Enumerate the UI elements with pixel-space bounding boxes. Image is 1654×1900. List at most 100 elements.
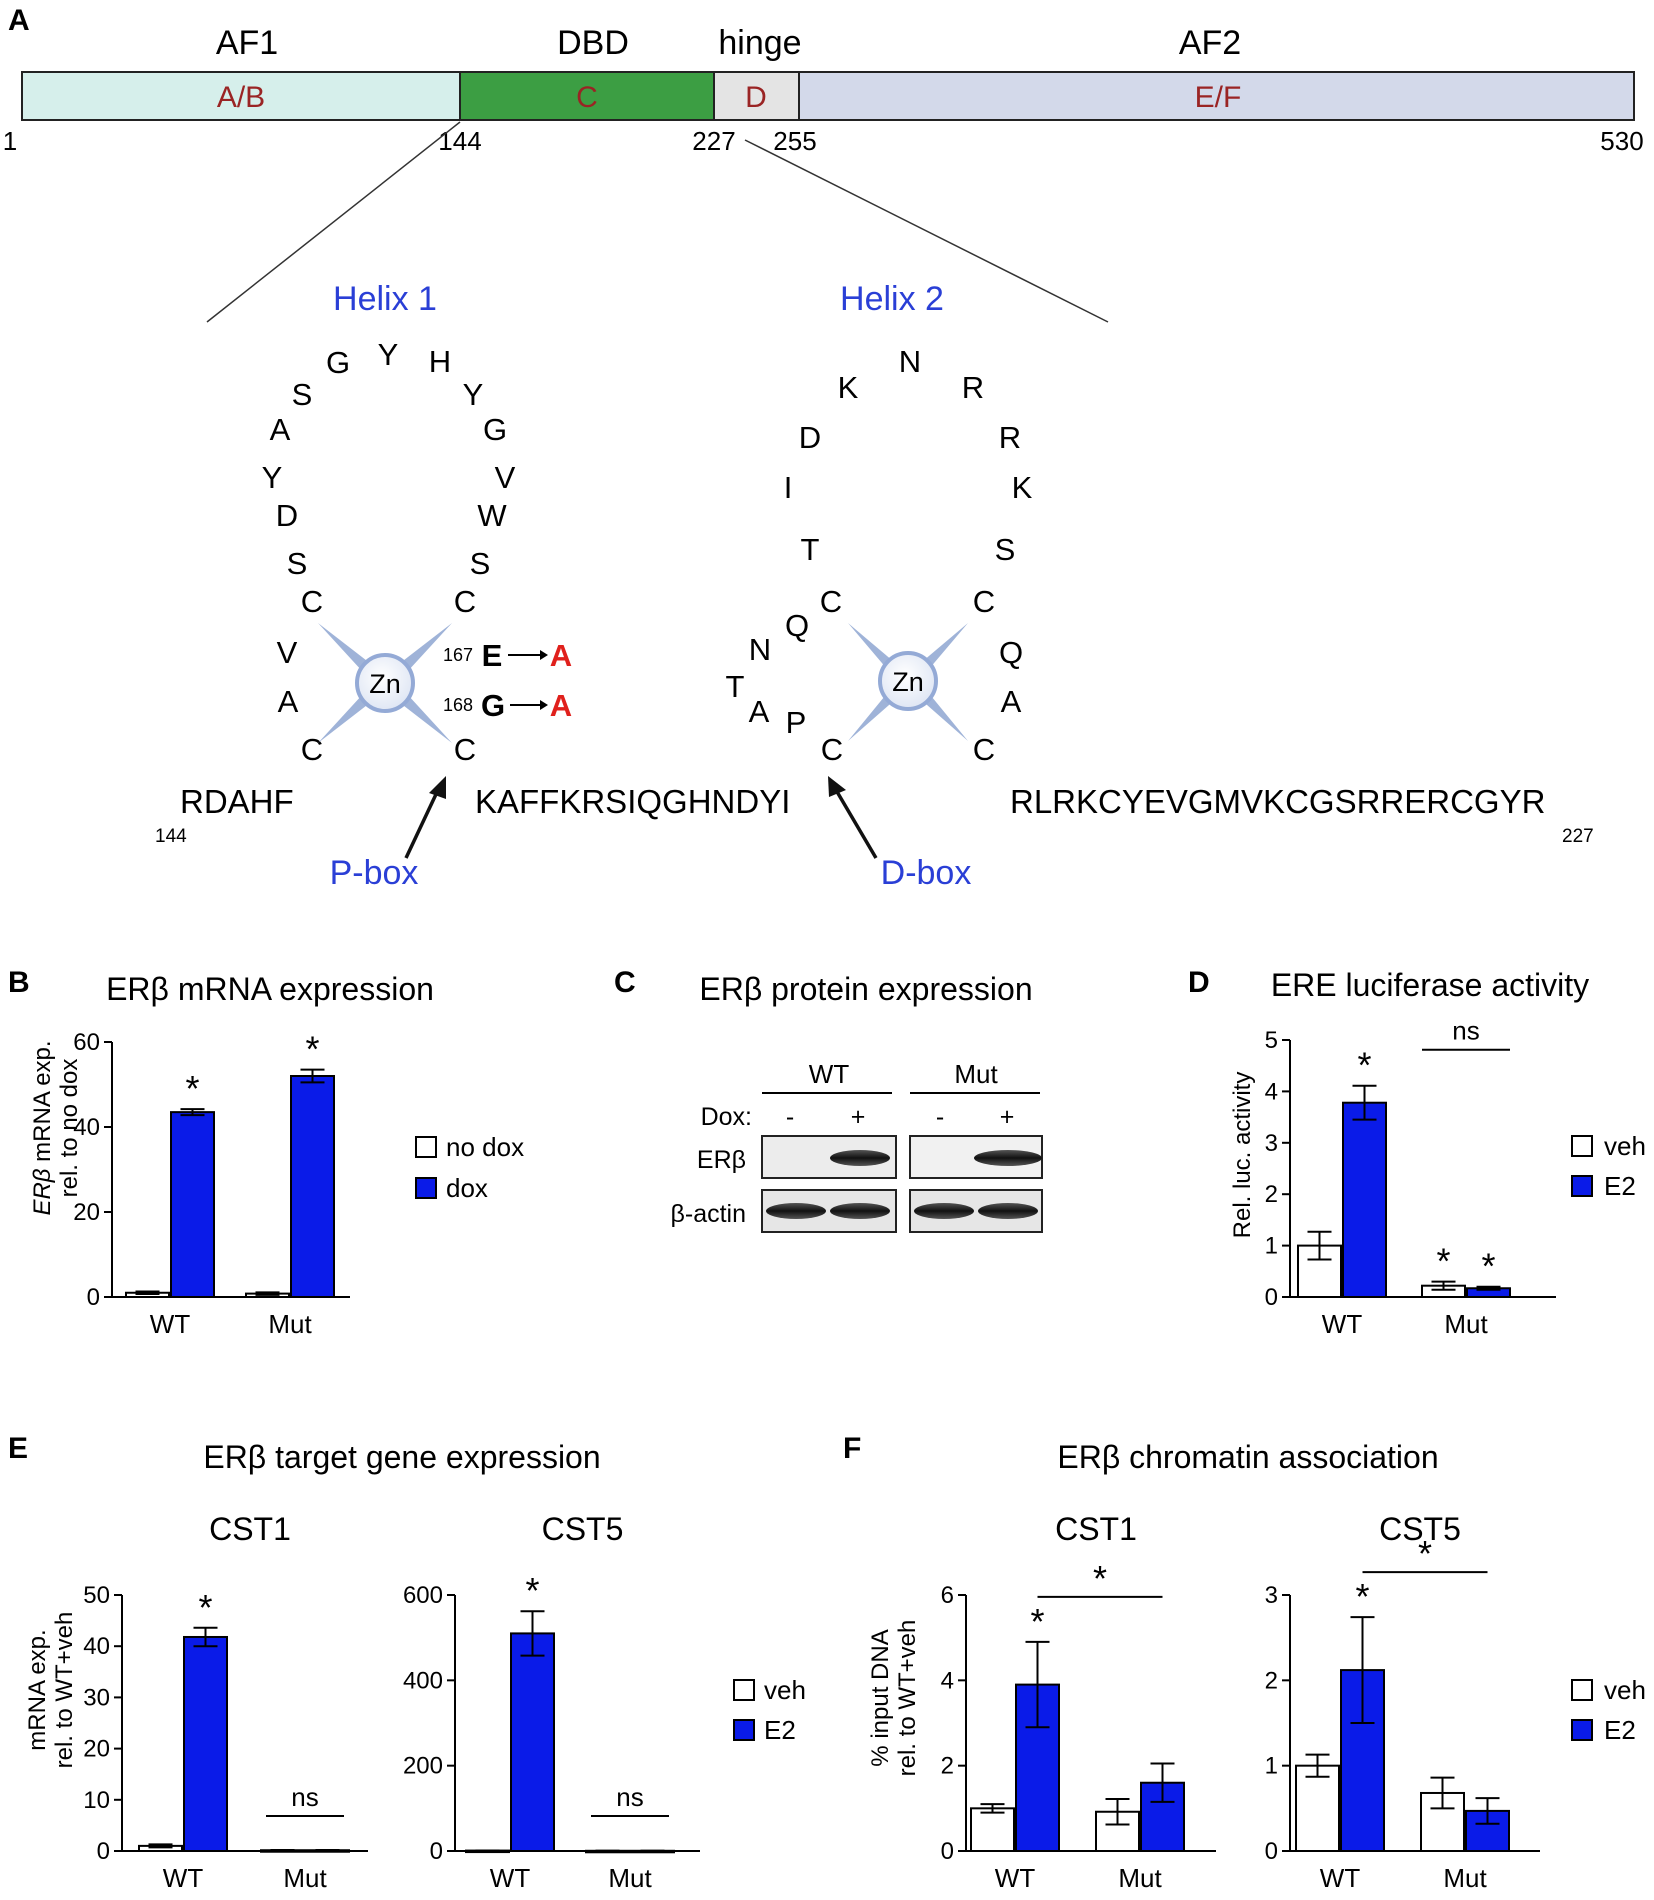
blot-row-actin-label: β-actin — [670, 1200, 746, 1228]
chart-title: CST1 — [209, 1511, 291, 1547]
significance-star: * — [198, 1587, 212, 1628]
bar — [183, 1635, 228, 1853]
legend-swatch-e2 — [1571, 1719, 1593, 1741]
panel-e-title: ERβ target gene expression — [203, 1439, 600, 1475]
panel-b-ylabel-rest: mRNA exp. — [29, 1040, 56, 1168]
y-tick-label: 0 — [941, 1838, 954, 1865]
bar — [1342, 1101, 1387, 1299]
dox-mark: + — [1000, 1103, 1015, 1131]
helix1-residue: Y — [463, 377, 484, 412]
bracket-label: ns — [1452, 1016, 1479, 1046]
panel-f: F ERβ chromatin association % input DNA … — [843, 1432, 1646, 1893]
dox-mark: - — [786, 1103, 794, 1131]
significance-star: * — [305, 1029, 319, 1070]
x-tick-label: WT — [490, 1863, 531, 1893]
legend-label-e2: E2 — [1604, 1171, 1636, 1201]
helix1-residue: G — [326, 345, 350, 380]
helix2-residue: D — [799, 420, 821, 455]
zinc-finger-1: Zn — [318, 623, 452, 743]
panel-letter-f: F — [843, 1432, 861, 1465]
legend-label-veh: veh — [1604, 1675, 1646, 1705]
helix2-residue: I — [784, 470, 793, 505]
x-tick-label: WT — [150, 1309, 191, 1339]
legend-label-veh: veh — [764, 1675, 806, 1705]
bar — [970, 1807, 1015, 1853]
helix2-letters: C P A T N Q C T I D K N R R K S C Q A C — [726, 344, 1033, 767]
bar — [1295, 1764, 1340, 1852]
helix1-residue: A — [270, 412, 291, 447]
domain-label-d: D — [745, 81, 767, 114]
legend-label-e2: E2 — [764, 1715, 796, 1745]
pbox-arrow-icon — [404, 789, 440, 859]
panel-letter-e: E — [8, 1432, 28, 1465]
mutation2-arrowhead-icon — [540, 700, 548, 710]
panel-b-ylabel-2: rel. to no dox — [56, 1059, 83, 1198]
y-tick-label: 1 — [1265, 1233, 1278, 1260]
bar — [290, 1075, 335, 1298]
bracket-label: ns — [291, 1782, 318, 1812]
dbox-arrow-icon — [834, 789, 878, 859]
helix2-residue: T — [726, 669, 745, 704]
y-tick-label: 40 — [83, 1633, 110, 1660]
blot-group-mut: Mut — [954, 1059, 998, 1089]
helix1-residue: H — [429, 344, 451, 379]
x-tick-label: WT — [995, 1863, 1036, 1893]
helix1-residue: S — [470, 546, 491, 581]
bracket-label: * — [1093, 1558, 1107, 1599]
bracket-label: * — [1418, 1533, 1432, 1574]
blot-band — [974, 1150, 1042, 1166]
panel-a: A AF1 DBD hinge AF2 A/B C D E/F 1 144 22… — [3, 4, 1644, 892]
y-tick-label: 20 — [73, 1199, 100, 1226]
helix2-residue: K — [838, 370, 859, 405]
y-tick-label: 3 — [1265, 1130, 1278, 1157]
mutation2-to: A — [550, 688, 572, 723]
significance-star: * — [1355, 1576, 1369, 1617]
blot-row-erb-label: ERβ — [697, 1146, 746, 1174]
x-tick-label: WT — [163, 1863, 204, 1893]
legend-swatch-veh — [733, 1679, 755, 1701]
legend-swatch-e2 — [1571, 1175, 1593, 1197]
chart-title: CST5 — [1379, 1511, 1461, 1547]
helix1-residue: S — [287, 546, 308, 581]
blot-group-wt: WT — [809, 1059, 850, 1089]
y-tick-label: 0 — [430, 1838, 443, 1865]
legend-swatch-veh — [1571, 1135, 1593, 1157]
helix1-residue: Y — [378, 337, 399, 372]
blot-band — [978, 1203, 1038, 1219]
panel-d-ylabel: Rel. luc. activity — [1229, 1072, 1256, 1239]
sequence-right: RLRKCYEVGMVKCGSRRERCGYR — [1010, 783, 1545, 820]
dox-mark: + — [851, 1103, 866, 1131]
helix1-residue: W — [477, 498, 507, 533]
helix2-title: Helix 2 — [840, 280, 944, 318]
helix2-residue: Q — [999, 635, 1023, 670]
panel-c-title: ERβ protein expression — [699, 971, 1032, 1007]
panel-b-ylabel: ERβ mRNA exp. — [29, 1040, 56, 1215]
x-tick-label: Mut — [283, 1863, 327, 1893]
helix2-residue: A — [1001, 684, 1022, 719]
bracket-label: ns — [616, 1782, 643, 1812]
position-255: 255 — [773, 126, 816, 156]
panel-letter-b: B — [8, 966, 30, 999]
domain-title-dbd: DBD — [557, 24, 629, 62]
dbox-arrowhead-icon — [828, 776, 846, 797]
sequence-right-number: 227 — [1562, 826, 1594, 847]
domain-ef — [798, 71, 1635, 121]
panel-e-ylabel-2: rel. to WT+veh — [51, 1612, 78, 1769]
position-227: 227 — [692, 126, 735, 156]
domain-label-ab: A/B — [217, 81, 265, 114]
significance-star: * — [1436, 1241, 1450, 1282]
zinc-label: Zn — [369, 669, 401, 699]
mutation1-from: E — [482, 638, 503, 673]
y-tick-label: 4 — [941, 1667, 954, 1694]
panel-f-title: ERβ chromatin association — [1057, 1439, 1438, 1475]
blot-band — [766, 1203, 826, 1219]
legend-label-e2: E2 — [1604, 1715, 1636, 1745]
y-tick-label: 0 — [1265, 1838, 1278, 1865]
helix1-residue: V — [277, 635, 298, 670]
domain-ab — [21, 71, 461, 121]
zoom-line-right — [744, 139, 1109, 323]
legend-label-dox: dox — [446, 1173, 488, 1203]
position-530: 530 — [1600, 126, 1643, 156]
